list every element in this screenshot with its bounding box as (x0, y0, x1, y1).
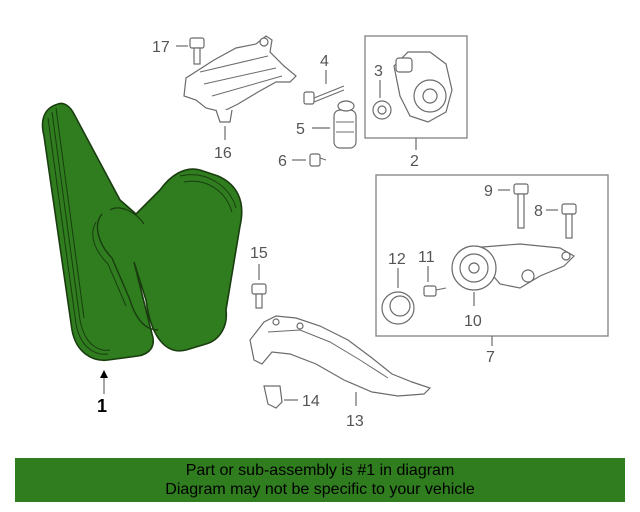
callout-3[interactable]: 3 (374, 63, 383, 80)
banner-line-2: Diagram may not be specific to your vehi… (165, 481, 475, 498)
lower-bracket-part-13[interactable] (249, 315, 432, 397)
damper-part-5[interactable] (333, 100, 357, 149)
callout-11[interactable]: 11 (418, 249, 435, 266)
tensioner-assembly-part-2[interactable] (393, 51, 453, 123)
callout-15[interactable]: 15 (250, 245, 268, 262)
pulley-cap-part-3[interactable] (372, 100, 392, 120)
serpentine-belt-part-1[interactable] (41, 102, 243, 361)
bolt-part-17[interactable] (189, 37, 205, 65)
callout-12[interactable]: 12 (388, 251, 406, 268)
callout-14[interactable]: 14 (302, 393, 320, 410)
callout-13[interactable]: 13 (346, 413, 364, 430)
belt-shield-part-16[interactable] (183, 35, 297, 123)
callout-1[interactable]: 1 (97, 396, 107, 416)
leader-arrow-1 (100, 370, 108, 378)
callout-6[interactable]: 6 (278, 153, 287, 170)
clip-part-14[interactable] (263, 385, 283, 409)
bolt-part-9[interactable] (513, 183, 529, 229)
callout-8[interactable]: 8 (534, 203, 543, 220)
info-banner: Part or sub-assembly is #1 in diagram Di… (15, 458, 625, 502)
callout-17[interactable]: 17 (152, 39, 170, 56)
bolt-part-11[interactable] (423, 285, 447, 297)
callout-10[interactable]: 10 (464, 313, 482, 330)
callout-5[interactable]: 5 (296, 121, 305, 138)
idler-pulley-part-10[interactable] (451, 243, 575, 291)
callout-16[interactable]: 16 (214, 145, 232, 162)
bolt-part-4[interactable] (303, 85, 345, 105)
banner-line-1: Part or sub-assembly is #1 in diagram (185, 462, 455, 479)
bolt-part-8[interactable] (561, 203, 577, 239)
callout-4[interactable]: 4 (320, 53, 329, 70)
callout-2[interactable]: 2 (410, 153, 419, 170)
bolt-part-6[interactable] (309, 153, 327, 167)
pulley-cap-part-12[interactable] (381, 291, 415, 325)
callout-7[interactable]: 7 (486, 349, 495, 366)
bolt-part-15[interactable] (251, 283, 267, 309)
callout-9[interactable]: 9 (484, 183, 493, 200)
